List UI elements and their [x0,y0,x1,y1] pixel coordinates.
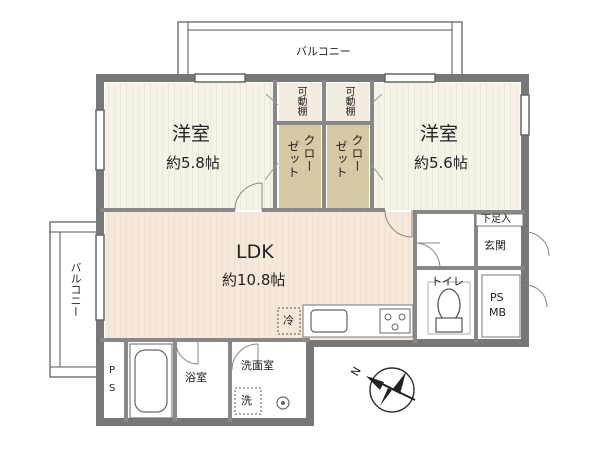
western-room-2-floor [372,83,520,210]
ps-mb-box [481,274,521,338]
closet-left-text-b: クロー [302,134,316,173]
entrance-name: 玄関 [484,239,506,252]
stove [379,308,411,334]
closet-left-floor [279,125,321,208]
balcony-top-label: バルコニー [296,45,351,58]
kitchen-sink [310,309,348,333]
movable-shelf-right: 可動棚 [343,86,354,116]
closet-right-floor [327,125,369,208]
toilet-bowl [437,288,461,322]
closet-right-text-a: ゼット [334,140,348,179]
shelf-left-floor [279,83,321,121]
closet-right-text-b: クロー [350,134,364,173]
shoe-storage [475,213,524,227]
ldk-name: LDK [236,241,274,263]
shelf-right-floor [327,83,369,121]
balcony-left-label: バルコニー [69,262,82,317]
western-room-1-name: 洋室 [172,123,211,145]
washer-label: 洗 [241,394,252,407]
fridge-label: 冷 [283,314,294,327]
washroom-name: 洗面室 [241,359,274,372]
toilet-name: トイレ [431,275,464,288]
mb-label: MB [489,306,507,319]
compass [366,367,416,413]
western-room-1-floor [105,83,275,210]
closet-left-text-a: ゼット [286,140,300,179]
movable-shelf-left: 可動棚 [295,86,306,116]
ps-right-label: PS [490,291,504,304]
bath-name: 浴室 [185,371,207,384]
western-room-2-name: 洋室 [420,123,459,145]
western-room-2-size: 約5.6帖 [414,154,468,172]
ps-left-s: S [109,383,116,394]
western-room-1-size: 約5.8帖 [166,154,220,172]
shoe-storage-name: 下足入 [481,214,511,225]
bathtub [129,343,173,419]
ldk-size: 約10.8帖 [222,271,286,289]
washer-space [234,387,262,415]
ps-left-p: P [109,365,116,376]
